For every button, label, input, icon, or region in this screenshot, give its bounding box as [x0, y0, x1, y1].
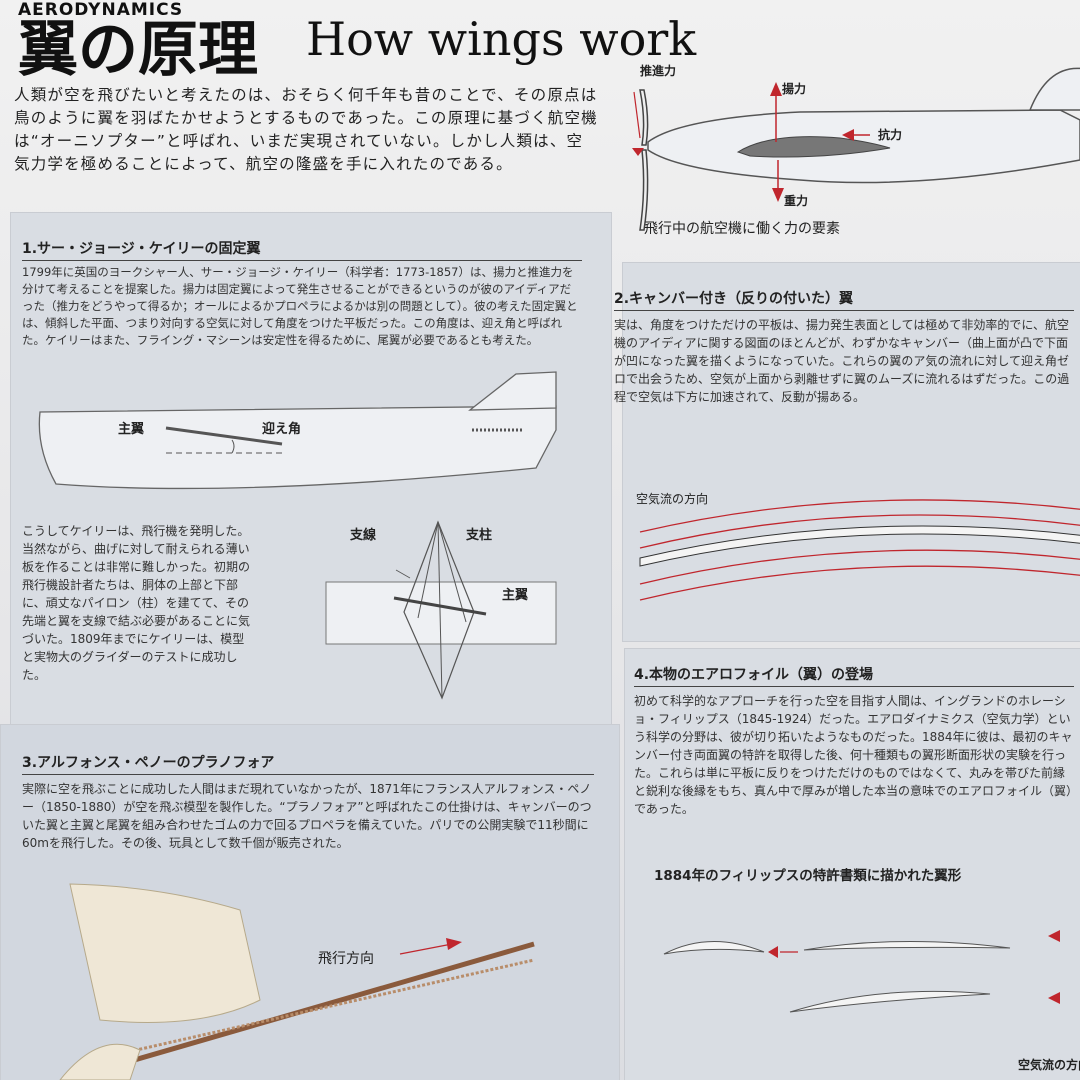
section2-title: 2.キャンバー付き（反りの付いた）翼	[614, 288, 1074, 311]
airflow-line-1	[639, 499, 1080, 533]
forces-caption: 飛行中の航空機に働く力の要素	[644, 221, 840, 237]
wire-right	[437, 521, 467, 623]
thrust-label: 推進力	[640, 64, 677, 78]
page-title-en: How wings work	[306, 12, 697, 66]
section2-panel	[622, 262, 1080, 642]
aoa-arc	[231, 439, 235, 454]
section3-title: 3.アルフォンス・ペノーのプラノフォア	[22, 752, 594, 775]
strut-wire-diagram	[325, 520, 557, 700]
section-kicker: AERODYNAMICS	[18, 0, 184, 20]
cayley-wing	[165, 426, 283, 446]
section2-airflow-label: 空気流の方向	[636, 492, 709, 506]
rubber-band	[109, 958, 535, 1058]
patent-caption: 1884年のフィリップスの特許書類に描かれた翼形	[654, 868, 962, 884]
airfoil-1-arrow	[768, 946, 778, 958]
direction-arrow	[446, 938, 462, 950]
airflow-line-3	[639, 549, 1080, 585]
flight-direction-label: 飛行方向	[318, 951, 374, 967]
intro-paragraph: 人類が空を飛びたいと考えたのは、おそらく何千年も昔のことで、その原点は鳥のように…	[14, 86, 598, 173]
lift-arrow	[770, 82, 782, 96]
wire-label: 支線	[350, 528, 377, 543]
direction-line	[399, 943, 453, 955]
cayley-glider-diagram	[38, 371, 557, 490]
glider-tail	[468, 371, 557, 411]
glider-body	[38, 405, 557, 490]
wire-pointer	[395, 569, 411, 579]
planophore-tail	[59, 1043, 141, 1080]
airfoil-1	[663, 941, 765, 955]
section1-title: 1.サー・ジョージ・ケイリーの固定翼	[22, 238, 582, 261]
strut-label: 支柱	[466, 528, 493, 543]
cambered-plate	[639, 525, 1080, 567]
airflow-line-4	[639, 565, 1080, 601]
strut-post	[437, 521, 443, 699]
aoa-label: 迎え角	[262, 422, 302, 437]
section4-body: 初めて科学的なアプローチを行った空を目指す人間は、イングランドのホレーショ・フィ…	[634, 694, 1073, 816]
strut-main-wing	[393, 596, 487, 616]
page-title-jp: 翼の原理	[18, 15, 258, 85]
thrust-leader	[633, 91, 641, 139]
lift-label: 揚力	[782, 82, 807, 96]
section2-body: 実は、角度をつけただけの平板は、揚力発生表面としては極めて非効率的でに、航空機の…	[614, 318, 1070, 404]
airflow-line-2	[639, 514, 1080, 549]
section3-body: 実際に空を飛ぶことに成功した人間はまだ現れていなかったが、1871年にフランス人…	[22, 782, 592, 850]
section1-body2: こうしてケイリーは、飛行機を発明した。当然ながら、曲げに対して耐えられる薄い板を…	[22, 524, 251, 682]
planophore-rod	[99, 941, 535, 1073]
section4-title: 4.本物のエアロフォイル（翼）の登場	[634, 664, 1074, 687]
airfoil-3	[789, 990, 991, 1013]
section4-panel	[624, 648, 1080, 1080]
planophore-diagram	[59, 883, 535, 1080]
weight-label: 重力	[784, 194, 809, 208]
airfoil-3-arrow	[1048, 992, 1060, 1004]
drag-label: 抗力	[878, 128, 903, 142]
cambered-airflow-diagram	[639, 499, 1080, 601]
main-wing-label-2: 主翼	[502, 588, 529, 603]
airfoil-2-arrow	[1048, 930, 1060, 942]
thrust-arrow	[632, 148, 644, 156]
weight-arrow	[772, 188, 784, 202]
phillips-airfoils-diagram	[663, 930, 1060, 1013]
tail-fin	[1028, 67, 1080, 111]
planophore-wing	[69, 883, 261, 1023]
airfoil-2	[803, 940, 1011, 951]
propeller-blade-top	[639, 89, 649, 146]
section4-airflow-label: 空気流の方向	[1018, 1058, 1080, 1072]
propeller-blade-bottom	[639, 149, 649, 231]
drag-arrow	[842, 129, 854, 141]
main-wing-label: 主翼	[118, 422, 145, 437]
forces-diagram	[632, 67, 1080, 231]
section1-body: 1799年に英国のヨークシャー人、サー・ジョージ・ケイリー（科学者：1773-1…	[22, 265, 578, 347]
